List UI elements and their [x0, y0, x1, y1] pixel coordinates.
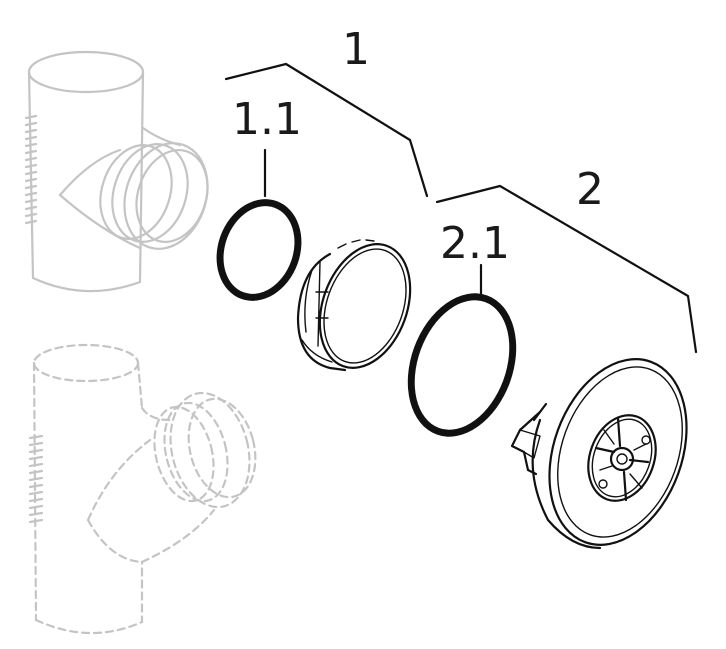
screw-cap — [296, 239, 412, 372]
part-label-1: 1 — [342, 24, 370, 75]
part-label-2-1: 2.1 — [440, 218, 510, 269]
nozzle-faceplate — [510, 358, 688, 550]
leader-line-part-1 — [224, 62, 429, 198]
o-ring-2-1 — [407, 293, 517, 437]
leader-line-part-2 — [435, 184, 698, 354]
tee-fitting-solid-outline — [24, 50, 209, 293]
tee-fitting-dashed-outline — [28, 343, 257, 635]
o-ring-1-1 — [216, 199, 302, 301]
part-label-1-1: 1.1 — [232, 94, 302, 145]
part-label-2: 2 — [576, 164, 604, 215]
